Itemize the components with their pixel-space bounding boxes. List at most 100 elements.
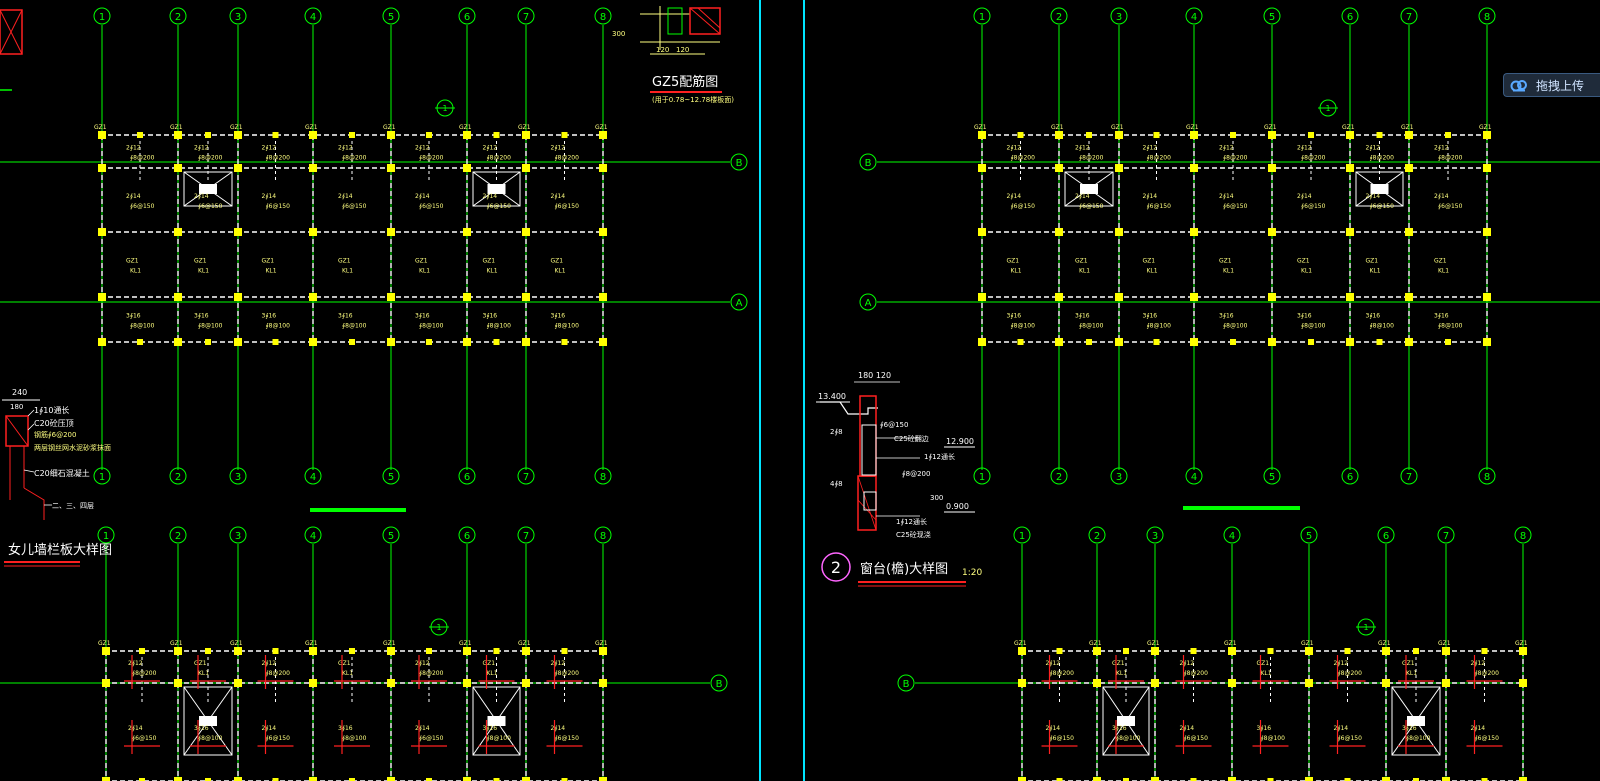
rebar-note: 2∮12 <box>551 145 566 152</box>
column <box>1481 778 1488 781</box>
window-elev-low: 0.900 <box>946 502 969 511</box>
column-label: GZ1 <box>230 640 243 647</box>
rebar-note: ∮8@200 <box>1301 155 1326 162</box>
column-label: GZ1 <box>305 640 318 647</box>
stair-tag <box>487 184 506 194</box>
axis-label: 6 <box>464 531 470 542</box>
column <box>1413 778 1419 781</box>
drag-upload-button[interactable]: 拖拽上传 <box>1503 73 1600 97</box>
rebar-note: ∮8@100 <box>1116 735 1141 742</box>
axis-bubble <box>1437 526 1455 544</box>
column <box>426 778 432 781</box>
rebar-note: 2∮12 <box>1297 145 1312 152</box>
rebar-note: 2∮12 <box>1471 660 1486 667</box>
rebar-note: 3∮16 <box>1366 313 1381 320</box>
rebar-note: 2∮12 <box>262 660 277 667</box>
rebar-note: KL1 <box>342 268 353 275</box>
rebar-note: ∮8@200 <box>1011 155 1036 162</box>
column <box>1230 339 1236 345</box>
rebar-note: 2∮14 <box>262 193 277 200</box>
axis-label: 5 <box>388 531 394 542</box>
rebar-note: ∮8@200 <box>1338 670 1363 677</box>
rebar-note: ∮8@200 <box>342 155 367 162</box>
column <box>978 131 986 139</box>
column <box>1268 131 1276 139</box>
column-label: GZ1 <box>1342 124 1355 131</box>
axis-bubble <box>1110 7 1128 25</box>
column <box>205 132 211 138</box>
window-spec2: ∮8@200 <box>902 470 930 478</box>
rebar-note: 2∮12 <box>126 145 141 152</box>
rebar-note: ∮6@150 <box>266 203 291 210</box>
column <box>387 131 395 139</box>
column <box>522 164 530 172</box>
axis-bubble <box>458 467 476 485</box>
column <box>139 648 145 654</box>
column <box>1405 164 1413 172</box>
axis-bubble <box>382 7 400 25</box>
axis-label: 7 <box>1406 472 1412 483</box>
column-label: GZ1 <box>383 640 396 647</box>
column <box>1519 647 1527 655</box>
column <box>1405 338 1413 346</box>
rebar-note: ∮8@200 <box>555 155 580 162</box>
column <box>137 132 143 138</box>
column <box>1268 228 1276 236</box>
rebar-note: KL1 <box>1301 268 1312 275</box>
rebar-note: ∮6@150 <box>130 203 155 210</box>
rebar-note: ∮6@150 <box>1050 735 1075 742</box>
rebar-note: ∮8@200 <box>198 155 223 162</box>
axis-bubble <box>594 526 612 544</box>
rebar-note: GZ1 <box>126 258 139 265</box>
window-bar2: 1∮12通长 <box>896 517 927 526</box>
column-label: GZ1 <box>1224 640 1237 647</box>
column <box>1115 131 1123 139</box>
column <box>463 293 471 301</box>
column-label: GZ1 <box>1089 640 1102 647</box>
column <box>561 132 568 138</box>
axis-label: A <box>865 298 872 309</box>
column-label: GZ1 <box>1147 640 1160 647</box>
column <box>205 648 211 654</box>
rebar-note: ∮8@200 <box>1370 155 1395 162</box>
column <box>1056 648 1063 654</box>
column <box>387 338 395 346</box>
rebar-note: ∮8@200 <box>1223 155 1248 162</box>
axis-label: 2 <box>175 531 181 542</box>
column <box>1093 777 1101 781</box>
column <box>1344 648 1351 654</box>
column <box>1346 228 1354 236</box>
column <box>1153 132 1160 138</box>
rebar-note: ∮8@200 <box>419 670 444 677</box>
axis-bubble <box>458 7 476 25</box>
rebar-note: KL1 <box>130 268 141 275</box>
column <box>387 293 395 301</box>
column <box>493 339 500 345</box>
column <box>426 648 432 654</box>
column <box>1445 132 1451 138</box>
axis-bubble <box>93 7 111 25</box>
axis-bubble <box>1088 526 1106 544</box>
column <box>272 132 279 138</box>
column <box>1228 777 1236 781</box>
column <box>1483 228 1491 236</box>
rebar-note: KL1 <box>1011 268 1022 275</box>
rebar-note: 2∮14 <box>1366 193 1381 200</box>
column-label: GZ1 <box>1401 124 1414 131</box>
column <box>1123 778 1129 781</box>
rebar-note: ∮8@200 <box>1079 155 1104 162</box>
rebar-note: 3∮16 <box>1257 725 1272 732</box>
column <box>1413 648 1419 654</box>
column <box>1346 164 1354 172</box>
column <box>1056 778 1063 781</box>
column <box>387 228 395 236</box>
parapet-c20-cap: C20砼压顶 <box>34 418 74 428</box>
column <box>522 777 530 781</box>
axis-label: B <box>736 158 743 169</box>
rebar-note: GZ1 <box>1143 258 1156 265</box>
cloud-upload-icon <box>1508 74 1530 96</box>
parapet-c20-fine: C20细石混凝土 <box>34 468 90 478</box>
column <box>272 339 279 345</box>
axis-bubble <box>973 467 991 485</box>
